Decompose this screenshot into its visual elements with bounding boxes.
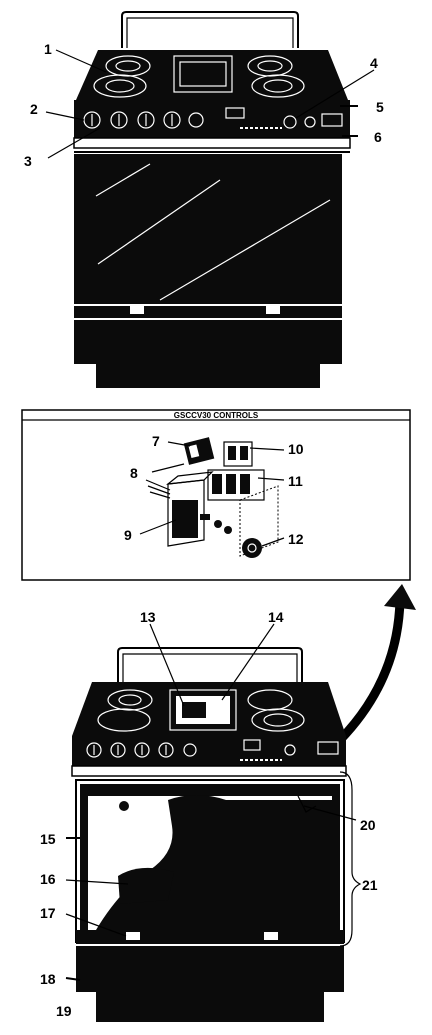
clock-display (225, 107, 245, 119)
switch-assembly (183, 437, 253, 467)
callout-labels: 1 2 3 4 5 6 7 8 9 10 11 12 13 14 15 16 1… (24, 41, 384, 1019)
callout-14: 14 (268, 609, 284, 625)
oven-door (74, 154, 342, 304)
callout-3: 3 (24, 153, 32, 169)
top-leaders (45, 49, 375, 159)
callout-20: 20 (360, 817, 376, 833)
timer-knob (283, 115, 297, 129)
bracket-plate (207, 469, 265, 501)
callout-1: 1 (44, 41, 52, 57)
inset-knob (242, 538, 262, 558)
base-kick-lower (96, 992, 324, 1022)
range-bottom-view (71, 647, 362, 1022)
control-knob-row (83, 111, 204, 129)
control-panel (74, 100, 350, 138)
callout-11: 11 (288, 473, 303, 489)
griddle-lower (169, 689, 237, 731)
callout-10: 10 (288, 441, 304, 457)
storage-drawer-lower (76, 946, 344, 992)
storage-drawer (74, 320, 342, 364)
inset-leaders (139, 441, 285, 547)
control-housing (145, 471, 214, 547)
callout-6: 6 (374, 129, 382, 145)
callout-4: 4 (370, 55, 378, 71)
callout-8: 8 (130, 465, 138, 481)
backguard-rail-lower (117, 647, 303, 682)
callout-16: 16 (40, 871, 56, 887)
callout-18: 18 (40, 971, 56, 987)
oven-interior (96, 795, 332, 930)
cooktop (76, 50, 348, 100)
griddle (173, 55, 233, 93)
callout-15: 15 (40, 831, 56, 847)
inset-frame (21, 409, 411, 581)
range-top-view (73, 11, 351, 388)
callout-7: 7 (152, 433, 160, 449)
callout-2: 2 (30, 101, 38, 117)
inset-title: GSCCV30 CONTROLS (174, 411, 259, 420)
callout-19: 19 (56, 1003, 72, 1019)
callout-12: 12 (288, 531, 304, 547)
backguard-rail (121, 11, 299, 48)
bottom-leaders (65, 623, 357, 981)
callout-13: 13 (140, 609, 156, 625)
callout-17: 17 (40, 905, 56, 921)
burner-grate-right (247, 55, 305, 98)
callout-9: 9 (124, 527, 132, 543)
base-kick (96, 364, 320, 388)
controls-inset (21, 409, 411, 581)
callout-21: 21 (362, 877, 378, 893)
callout-5: 5 (376, 99, 384, 115)
curved-arrow (336, 584, 416, 744)
burner-grate-left (93, 55, 151, 98)
